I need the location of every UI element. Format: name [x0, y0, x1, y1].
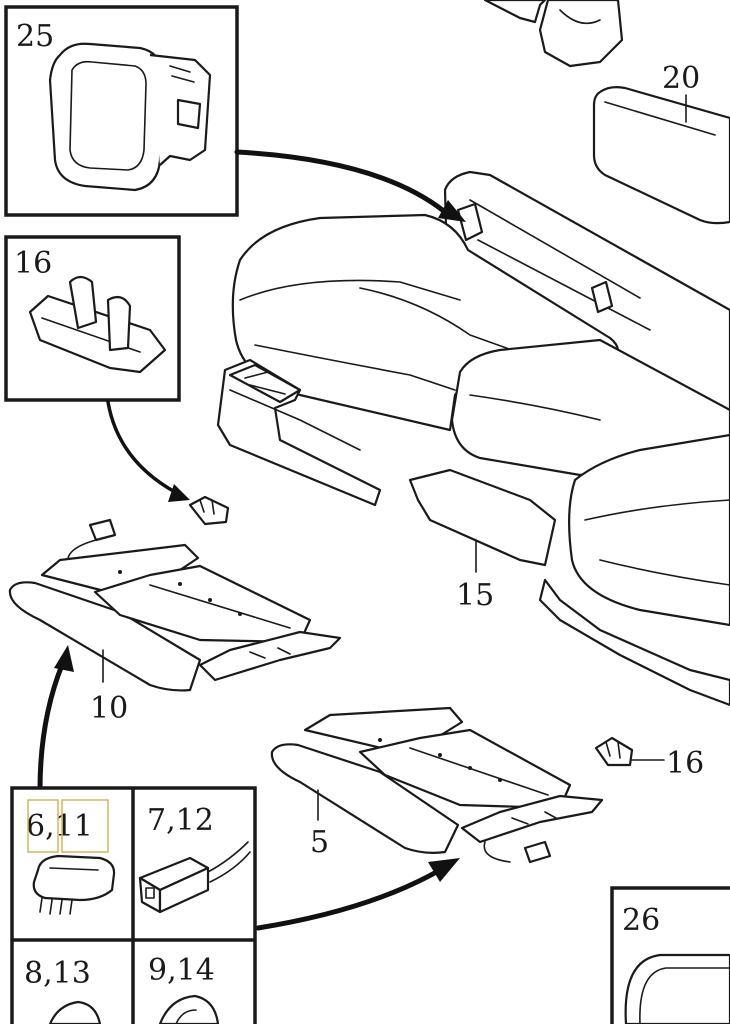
label-9-14: 9,14 [148, 953, 215, 988]
arrowhead-10 [54, 645, 74, 672]
label-25: 25 [16, 19, 54, 54]
label-15: 15 [456, 578, 494, 613]
label-10: 10 [90, 691, 128, 726]
part-16-clip-icon [28, 275, 167, 374]
connector-6-11-icon [32, 854, 116, 915]
connector-7-12-icon [138, 841, 251, 914]
label-5: 5 [310, 825, 329, 860]
arrow-25-to-seat [234, 149, 448, 215]
connector-grid [10, 786, 257, 1024]
part-26-seal-icon [624, 953, 730, 1024]
part-16-clip-side [594, 736, 665, 767]
part-5-heating-element [270, 706, 604, 864]
seat-cushion-assembly [216, 170, 730, 707]
arrowhead-25 [438, 200, 466, 222]
highlight-6 [27, 799, 59, 853]
connector-9-14-icon [158, 994, 220, 1024]
top-bolster-part [483, 0, 624, 68]
label-20: 20 [662, 61, 700, 96]
arrowhead-5 [428, 858, 460, 882]
part-25-clip-icon [48, 42, 212, 192]
arrowhead-16 [168, 484, 190, 502]
part-10-heating-element [8, 518, 342, 692]
label-6-11: 6,11 [26, 809, 93, 844]
label-16-side: 16 [666, 746, 704, 781]
label-8-13: 8,13 [24, 956, 91, 991]
arrow-to-part-5 [255, 867, 443, 931]
highlight-11 [61, 799, 109, 853]
arrow-16-to-clip [106, 400, 177, 494]
arrow-to-part-10 [37, 662, 65, 793]
label-26: 26 [622, 903, 660, 938]
label-7-12: 7,12 [147, 803, 214, 838]
label-16-box: 16 [14, 246, 52, 281]
connector-8-13-icon [48, 1000, 102, 1024]
part-20-pad [592, 86, 730, 225]
part-16-clip-small [188, 495, 230, 526]
